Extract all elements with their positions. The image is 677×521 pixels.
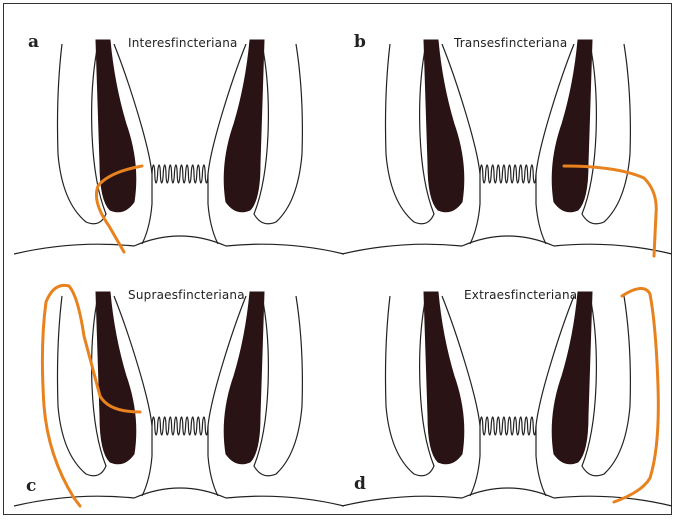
- left-internal-sphincter: [96, 40, 136, 212]
- panel-title: Supraesfincteriana: [128, 288, 245, 302]
- anal-canal-diagram-d: [342, 266, 672, 516]
- right-internal-sphincter: [224, 292, 264, 464]
- panel-intersphincteric: a Interesfincteriana: [14, 14, 344, 264]
- anatomy-c: [14, 292, 344, 506]
- anal-mucosa-wave: [480, 417, 536, 435]
- anal-mucosa-wave: [152, 417, 208, 435]
- anal-mucosa-wave: [480, 165, 536, 183]
- anal-canal-diagram-b: [342, 14, 672, 264]
- panel-extrasphincteric: d Extraesfincteriana: [342, 266, 672, 516]
- right-internal-sphincter: [552, 40, 592, 212]
- anal-mucosa-wave: [152, 165, 208, 183]
- panel-letter: d: [354, 474, 366, 494]
- right-internal-sphincter: [224, 40, 264, 212]
- left-internal-sphincter: [424, 40, 464, 212]
- left-internal-sphincter: [424, 292, 464, 464]
- anal-canal-diagram-a: [14, 14, 344, 264]
- fistula-path-extrasphincteric: [614, 288, 658, 502]
- right-internal-sphincter: [552, 292, 592, 464]
- figure-frame: a Interesfincteriana b Transesfincterian…: [3, 3, 672, 515]
- anal-canal-diagram-c: [14, 266, 344, 516]
- panel-transsphincteric: b Transesfincteriana: [342, 14, 672, 264]
- anatomy-a: [14, 40, 344, 254]
- perineum-skin-line: [14, 488, 344, 506]
- panel-title: Transesfincteriana: [454, 36, 567, 50]
- left-internal-sphincter: [96, 292, 136, 464]
- panel-letter: a: [28, 32, 39, 52]
- perineum-skin-line: [342, 236, 672, 254]
- panel-letter: c: [26, 476, 36, 496]
- perineum-skin-line: [14, 236, 344, 254]
- anatomy-d: [342, 292, 672, 506]
- perineum-skin-line: [342, 488, 672, 506]
- panel-letter: b: [354, 32, 366, 52]
- panel-title: Extraesfincteriana: [464, 288, 577, 302]
- panel-title: Interesfincteriana: [128, 36, 238, 50]
- anatomy-b: [342, 40, 672, 254]
- panel-suprasphincteric: c Supraesfincteriana: [14, 266, 344, 516]
